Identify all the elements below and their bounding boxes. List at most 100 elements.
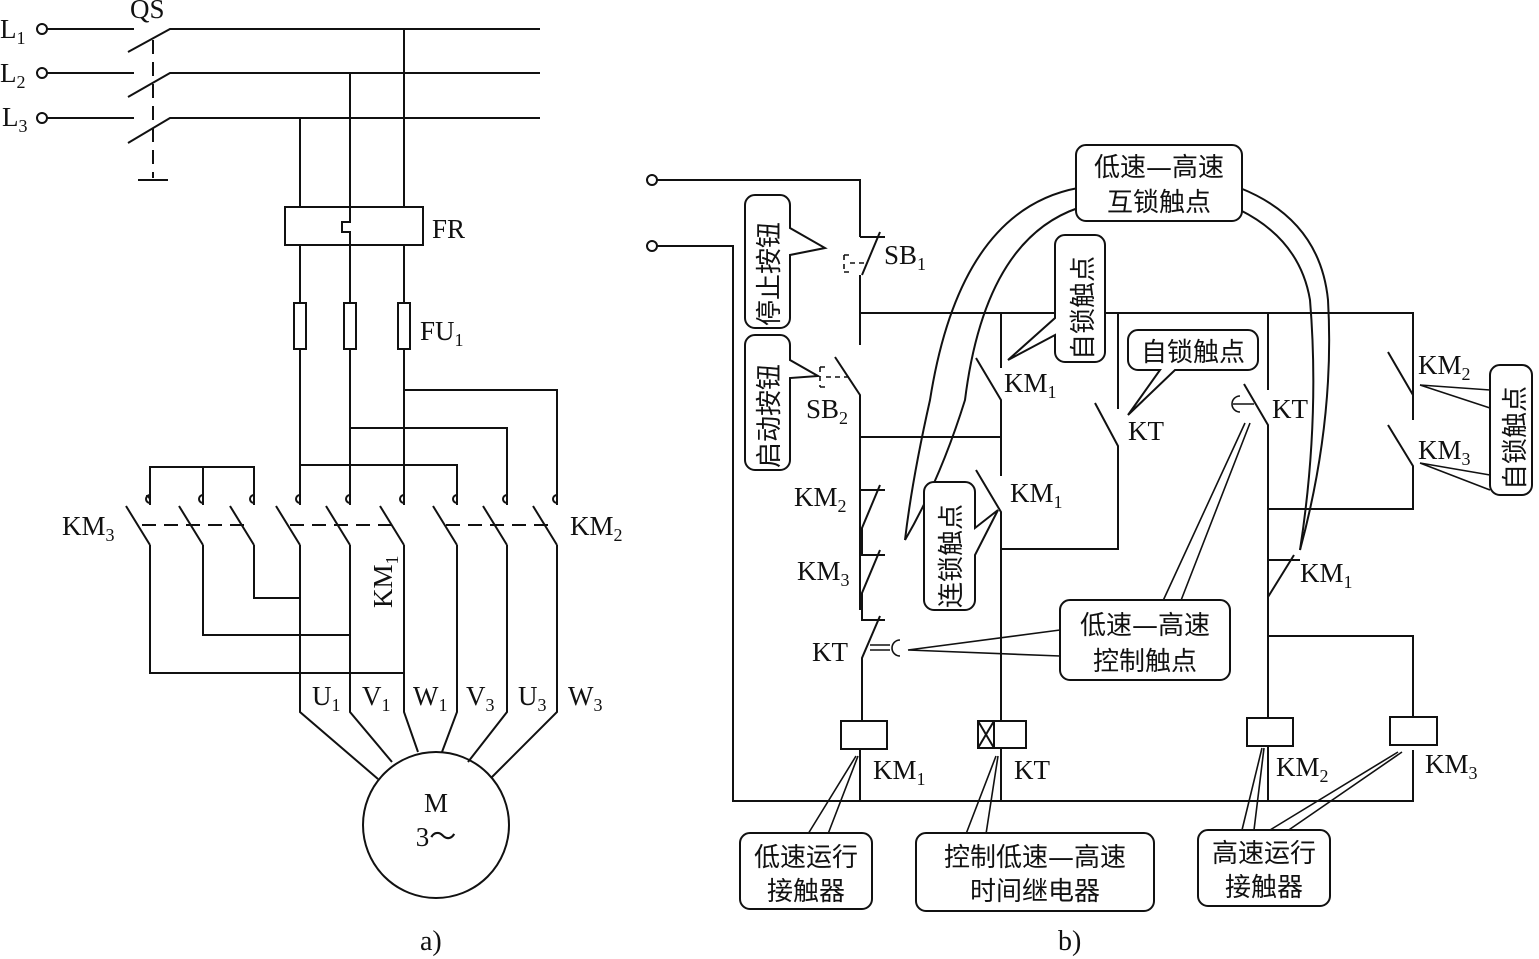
fr-label: FR bbox=[432, 214, 465, 244]
kt-self-lock-label: KT bbox=[1128, 416, 1164, 446]
coil-km3-icon bbox=[1389, 716, 1438, 746]
control-return-wire bbox=[657, 245, 1414, 802]
sb2-label: SB2 bbox=[806, 394, 848, 428]
fuse-icon bbox=[343, 302, 357, 350]
km3-v-bridge bbox=[202, 545, 350, 636]
main-contacts bbox=[125, 494, 558, 546]
fr-fuse-wires bbox=[299, 245, 405, 303]
callout-interlock-km1: 连锁触点 bbox=[923, 481, 999, 611]
main-contact-icon bbox=[178, 494, 204, 546]
km1-branch-nc-contacts bbox=[860, 484, 885, 720]
coil-kt-label: KT bbox=[1014, 755, 1050, 785]
main-contact-icon bbox=[125, 494, 151, 546]
km1-interlock-contact-icon bbox=[975, 437, 1002, 801]
km2-km3-self-lock-contacts-icon bbox=[1268, 351, 1414, 510]
kt-self-lock-contact-icon bbox=[1001, 313, 1119, 550]
terminal-v1-label: V1 bbox=[362, 681, 391, 715]
kt-timed-label: KT bbox=[1272, 394, 1308, 424]
kt-timed-contact-icon bbox=[1243, 313, 1269, 720]
main-contact-icon bbox=[532, 494, 558, 546]
sb1-stop-button-icon bbox=[859, 231, 885, 345]
km2-feed-w bbox=[404, 389, 558, 505]
motor-phase-label: 3～ bbox=[416, 822, 457, 852]
svg-text:接触器: 接触器 bbox=[1225, 873, 1303, 903]
sb2-actuator bbox=[819, 366, 850, 388]
callout-control-low-high: 低速—高速 控制触点 bbox=[907, 422, 1251, 681]
terminal-w3-label: W3 bbox=[568, 681, 602, 715]
sb2-start-button-icon bbox=[834, 356, 861, 610]
interlock-leader-left bbox=[904, 187, 1079, 541]
svg-text:互锁触点: 互锁触点 bbox=[1107, 188, 1211, 218]
coil-km2-icon bbox=[1246, 717, 1294, 747]
callout-stop-button: 停止按钮 bbox=[744, 194, 828, 329]
svg-text:停止按钮: 停止按钮 bbox=[755, 222, 785, 326]
kt-timed-delay-symbol-icon bbox=[1231, 395, 1254, 413]
callout-low-speed-contactor: 低速运行 接触器 bbox=[739, 755, 873, 910]
thermal-relay-fr-icon bbox=[284, 206, 424, 246]
km1-self-lock-contact-icon bbox=[860, 313, 1002, 438]
fr-element bbox=[341, 207, 351, 245]
coil-km1-icon bbox=[840, 720, 888, 750]
supply-wires bbox=[47, 28, 134, 119]
main-contact-icon bbox=[432, 494, 458, 546]
coil-km2-label: KM2 bbox=[1276, 752, 1329, 786]
km1-interlock-label: KM1 bbox=[1010, 478, 1063, 512]
svg-text:低速—高速: 低速—高速 bbox=[1080, 611, 1210, 641]
callout-self-lock-kt: 自锁触点 bbox=[1127, 329, 1259, 416]
sb1-actuator bbox=[843, 254, 868, 273]
terminal-u1-label: U1 bbox=[312, 681, 341, 715]
svg-text:控制触点: 控制触点 bbox=[1093, 647, 1197, 677]
km3-label: KM3 bbox=[62, 511, 115, 545]
motor-icon bbox=[362, 751, 510, 899]
svg-text:自锁触点: 自锁触点 bbox=[1141, 338, 1245, 368]
callout-self-lock-km23: 自锁触点 bbox=[1419, 364, 1533, 496]
fuse-icon bbox=[397, 302, 411, 350]
terminal-l1-icon bbox=[36, 23, 48, 35]
svg-text:接触器: 接触器 bbox=[767, 877, 845, 907]
km3-nc-label: KM3 bbox=[797, 556, 850, 590]
main-contact-icon bbox=[482, 494, 508, 546]
coil-km1-label: KM1 bbox=[873, 755, 926, 789]
km3-w-bridge bbox=[149, 545, 404, 674]
fuse-icon bbox=[293, 302, 307, 350]
callout-self-lock-km1: 自锁触点 bbox=[1007, 234, 1106, 363]
km1-nc-high-branch-icon bbox=[1267, 554, 1414, 720]
terminal-u3-label: U3 bbox=[518, 681, 547, 715]
terminal-l3-icon bbox=[36, 112, 48, 124]
qs-label: QS bbox=[130, 0, 165, 24]
km3-no-label: KM3 bbox=[1418, 435, 1471, 469]
terminal-l2-icon bbox=[36, 67, 48, 79]
feeder-wires bbox=[299, 29, 405, 207]
line-l1-label: L1 bbox=[0, 14, 26, 48]
caption-a: a) bbox=[420, 926, 442, 957]
km2-feed-u bbox=[300, 464, 458, 505]
top-rail bbox=[860, 312, 1414, 353]
svg-text:启动按钮: 启动按钮 bbox=[755, 364, 785, 468]
interlock-leader-right bbox=[1239, 187, 1331, 551]
motor-label: M bbox=[424, 788, 448, 818]
control-terminal-icon bbox=[646, 240, 658, 252]
km2-nc-label: KM2 bbox=[794, 482, 847, 516]
km1-nc-label: KM1 bbox=[1300, 558, 1353, 592]
svg-text:高速运行: 高速运行 bbox=[1212, 839, 1316, 869]
km2-feed-v bbox=[350, 427, 508, 505]
qs-switch-icon bbox=[127, 28, 540, 144]
km3-star-bridge bbox=[149, 466, 255, 505]
line-l3-label: L3 bbox=[2, 102, 28, 136]
main-contact-icon bbox=[325, 494, 351, 546]
terminal-v3-label: V3 bbox=[466, 681, 495, 715]
main-contact-icon bbox=[379, 494, 405, 546]
kt-nc-label: KT bbox=[812, 637, 848, 667]
terminal-w1-label: W1 bbox=[413, 681, 447, 715]
svg-text:低速—高速: 低速—高速 bbox=[1094, 153, 1224, 183]
svg-text:时间继电器: 时间继电器 bbox=[970, 877, 1100, 907]
svg-text:自锁触点: 自锁触点 bbox=[1501, 386, 1531, 490]
figure-a-power-circuit: L1 L2 L3 QS FR FU1 bbox=[0, 0, 623, 957]
control-terminal-icon bbox=[646, 174, 658, 186]
figure-b-control-circuit: SB1 SB2 KM1 KM1 KT KM2 KM3 KT KM1 KT KT bbox=[646, 144, 1533, 957]
svg-text:控制低速—高速: 控制低速—高速 bbox=[944, 843, 1126, 873]
svg-text:连锁触点: 连锁触点 bbox=[937, 504, 967, 608]
main-contact-icon bbox=[275, 494, 301, 546]
svg-text:低速运行: 低速运行 bbox=[754, 843, 858, 873]
